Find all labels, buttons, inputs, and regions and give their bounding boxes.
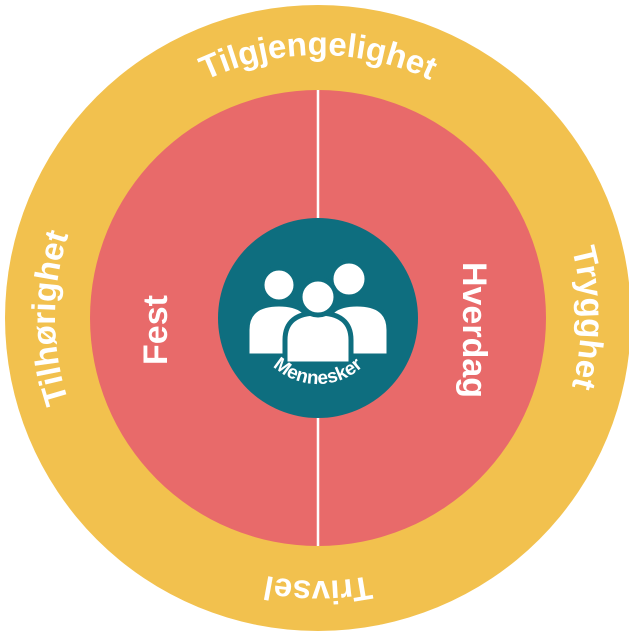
ring-label-bottom: Trivsel (261, 569, 375, 611)
svg-text:Trivsel: Trivsel (261, 569, 375, 611)
segment-label-left: Fest (137, 295, 175, 365)
people-group-icon (244, 258, 392, 367)
segment-label-right: Hverdag (455, 262, 493, 398)
